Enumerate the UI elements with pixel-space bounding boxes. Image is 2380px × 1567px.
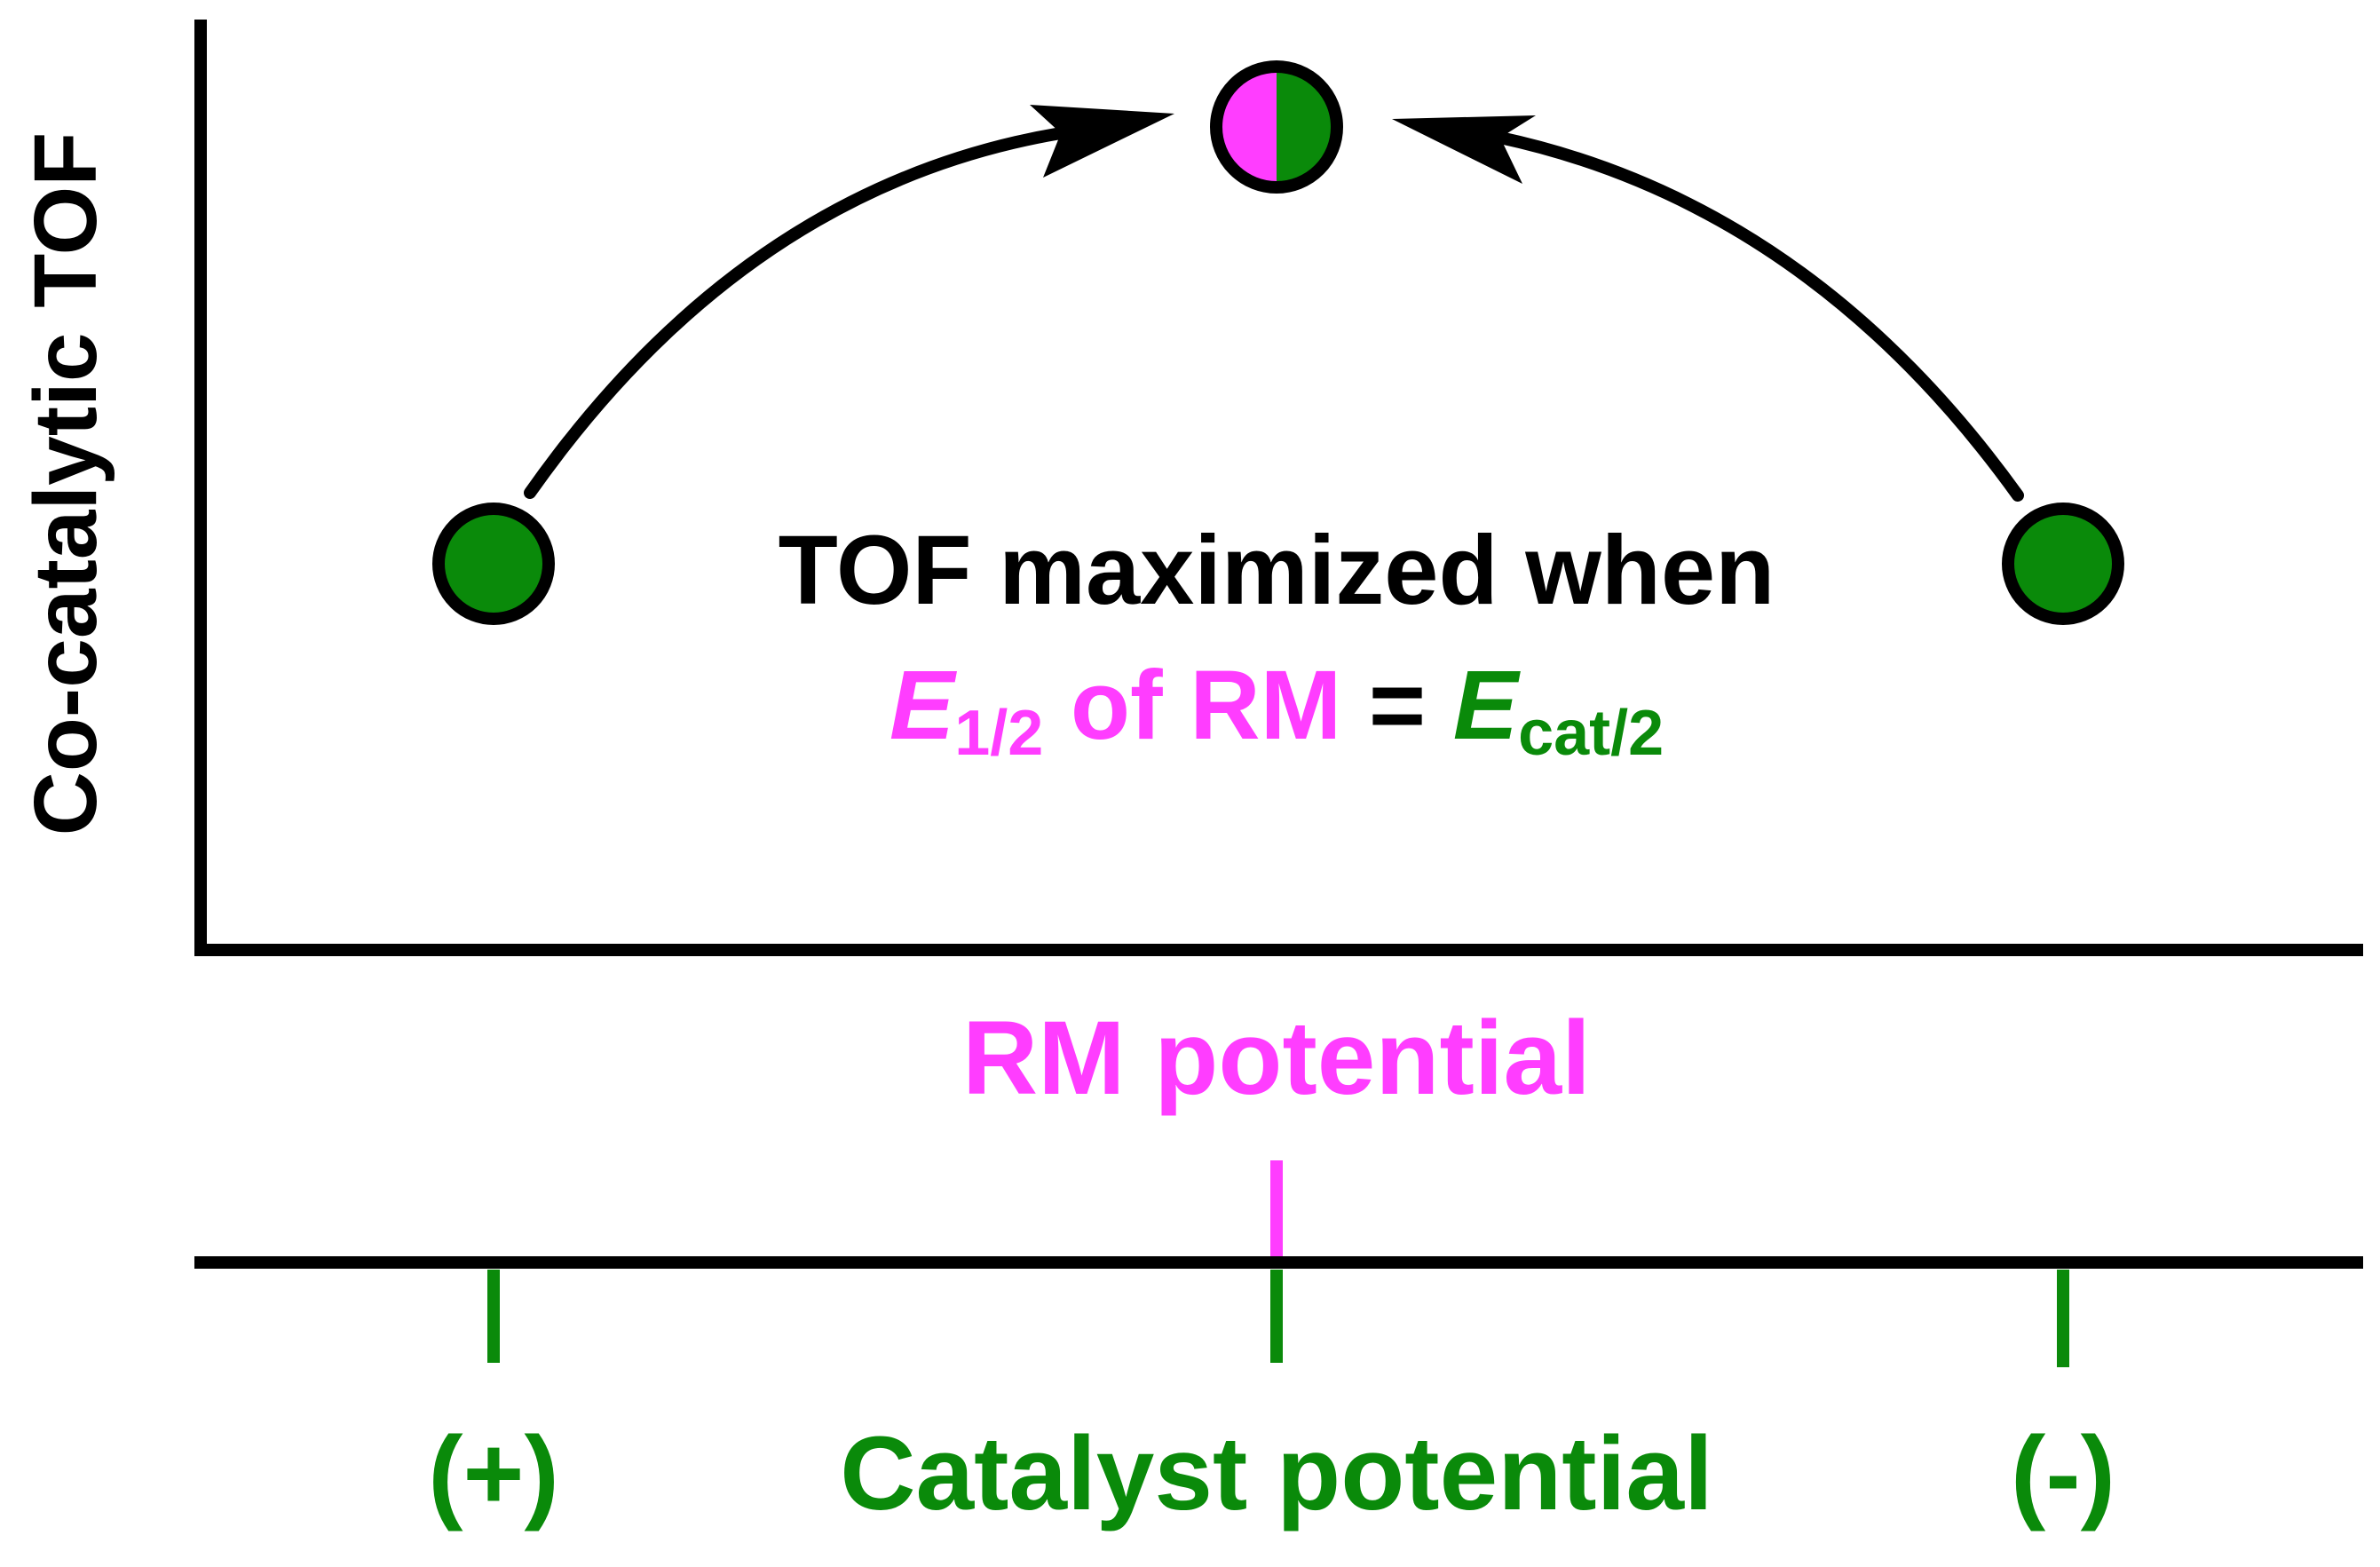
annotation-line-1: TOF maximized when — [779, 516, 1775, 625]
right-curved-arrow — [1494, 131, 2024, 502]
optimal-split-point — [1210, 60, 1343, 194]
e-cat-subscript: cat/2 — [1518, 698, 1664, 769]
left-arrowhead — [1030, 105, 1174, 178]
left-curved-arrow — [524, 127, 1067, 499]
e-cat-symbol: E — [1453, 651, 1522, 760]
right-catalyst-point — [2002, 503, 2124, 625]
y-axis-label: Co-catalytic TOF — [16, 132, 115, 836]
e-half-subscript: 1/2 — [954, 698, 1043, 769]
rm-potential-label: RM potential — [962, 1000, 1591, 1117]
equals-sign: = — [1369, 651, 1453, 760]
of-rm-text: of RM — [1043, 651, 1369, 760]
annotation-line-2: E1/2 of RM = Ecat/2 — [890, 651, 1664, 769]
left-catalyst-point — [432, 503, 555, 625]
catalyst-potential-label: Catalyst potential — [840, 1415, 1713, 1532]
negative-sign-label: (-) — [2011, 1415, 2115, 1532]
e-half-symbol: E — [890, 651, 958, 760]
positive-sign-label: (+) — [428, 1415, 559, 1532]
right-arrowhead — [1392, 115, 1536, 184]
